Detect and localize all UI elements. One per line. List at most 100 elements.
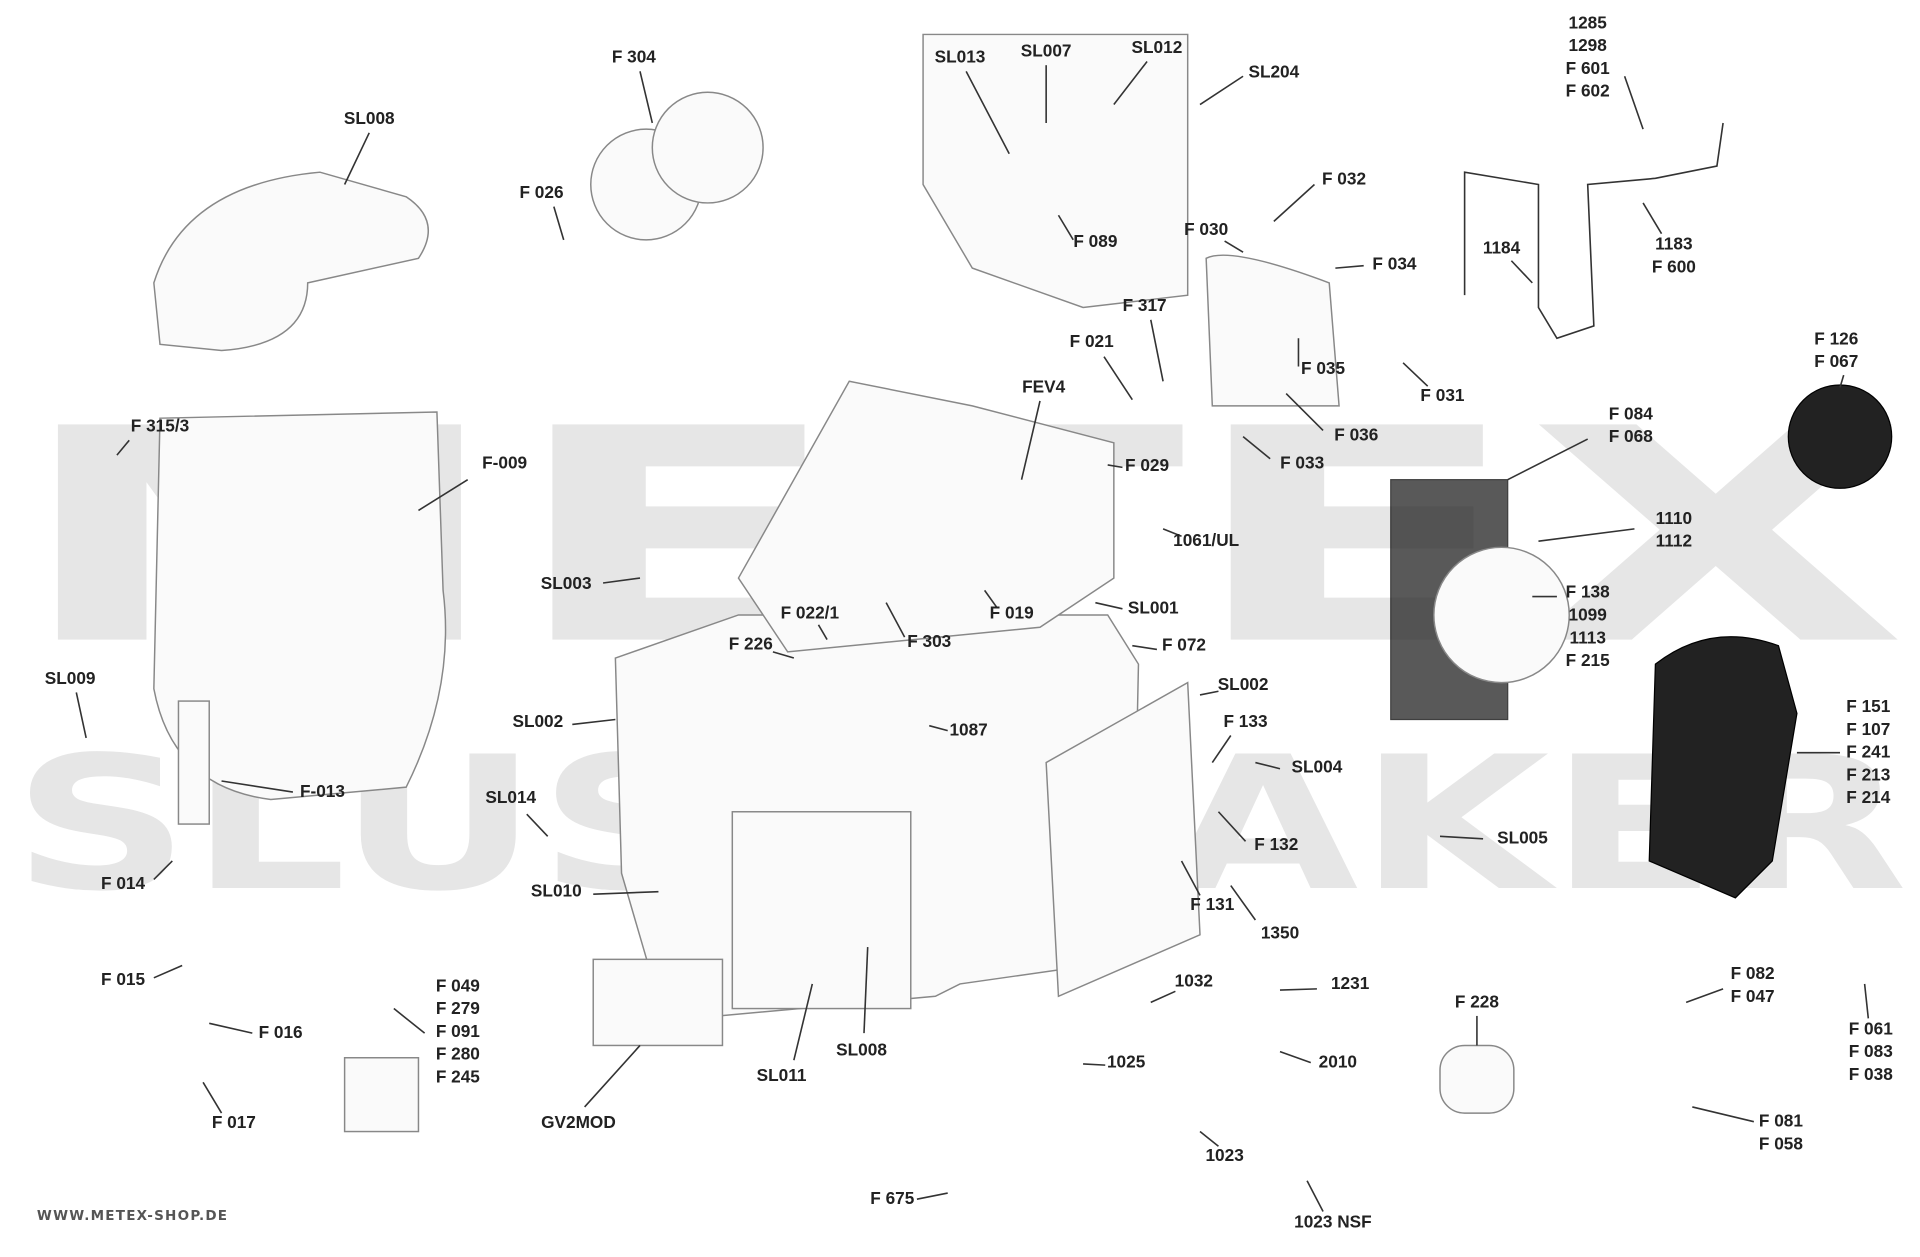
leader-line bbox=[1692, 1106, 1755, 1123]
part-number: 1350 bbox=[1261, 922, 1299, 942]
part-number: F 030 bbox=[1184, 219, 1228, 239]
part-number: 1023 NSF bbox=[1294, 1211, 1372, 1231]
part-label: F 017 bbox=[202, 1081, 256, 1132]
leader-line bbox=[1103, 356, 1133, 401]
tap-part bbox=[177, 700, 210, 825]
part-number: 1298 bbox=[1569, 35, 1608, 55]
part-number: F-009 bbox=[482, 453, 527, 473]
leader-line bbox=[153, 964, 183, 979]
part-number: F 304 bbox=[612, 47, 656, 67]
part-number: F-013 bbox=[300, 781, 345, 801]
part-number: SL014 bbox=[485, 787, 536, 807]
leader-line bbox=[1242, 436, 1271, 460]
leader-line bbox=[1095, 601, 1123, 610]
part-number: F 031 bbox=[1420, 385, 1464, 405]
leader-line bbox=[1335, 264, 1364, 269]
part-label: FEV4 bbox=[1020, 376, 1066, 480]
part-label: F-013 bbox=[221, 780, 345, 801]
part-number: 1032 bbox=[1175, 970, 1213, 990]
part-number: F 138 bbox=[1566, 582, 1610, 602]
part-label: SL011 bbox=[757, 983, 814, 1085]
part-number: F 151 bbox=[1846, 696, 1890, 716]
part-number: F 226 bbox=[729, 633, 773, 653]
part-number: SL013 bbox=[935, 47, 986, 67]
parts bbox=[153, 33, 1893, 1133]
part-number: F 601 bbox=[1566, 58, 1610, 78]
part-number: F 228 bbox=[1455, 991, 1499, 1011]
part-label: SL014 bbox=[485, 787, 549, 837]
part-number: F 133 bbox=[1224, 711, 1268, 731]
part-number: F 038 bbox=[1849, 1064, 1893, 1084]
part-label: 1184 bbox=[1483, 237, 1533, 284]
part-label: SL001 bbox=[1095, 598, 1179, 618]
leader-line bbox=[1107, 464, 1123, 469]
part-label: 1087 bbox=[929, 720, 988, 740]
part-number: F 107 bbox=[1846, 719, 1890, 739]
part-label: 2010 bbox=[1279, 1050, 1357, 1072]
part-number: FEV4 bbox=[1022, 376, 1066, 396]
part-number: F 016 bbox=[259, 1022, 303, 1042]
part-number: F 015 bbox=[101, 969, 145, 989]
part-number: F 019 bbox=[990, 603, 1034, 623]
auger-ring-part bbox=[651, 91, 764, 204]
leader-line bbox=[1217, 811, 1247, 842]
part-number: F 014 bbox=[101, 873, 145, 893]
leader-line bbox=[1623, 75, 1644, 130]
part-number: SL005 bbox=[1497, 828, 1548, 848]
part-number: F 600 bbox=[1652, 256, 1696, 276]
leader-line bbox=[1839, 374, 1845, 388]
leader-line bbox=[1507, 438, 1589, 481]
part-number: F 022/1 bbox=[781, 603, 840, 623]
leader-line bbox=[1306, 1180, 1324, 1212]
leader-line bbox=[221, 780, 294, 793]
part-number: F 089 bbox=[1073, 231, 1117, 251]
part-number: F 035 bbox=[1301, 358, 1345, 378]
leader-line bbox=[1199, 75, 1244, 106]
part-number: F 068 bbox=[1609, 426, 1653, 446]
part-label: F 026 bbox=[520, 182, 565, 241]
leader-line bbox=[1211, 735, 1232, 764]
part-label: 1032 bbox=[1150, 970, 1213, 1004]
leader-line bbox=[1149, 319, 1164, 382]
part-number: F 034 bbox=[1372, 253, 1416, 273]
part-number: F 675 bbox=[870, 1188, 914, 1208]
part-label: 1285 1298 F 601 F 602 bbox=[1566, 12, 1644, 130]
leader-line bbox=[1180, 860, 1201, 896]
part-number: F 215 bbox=[1566, 650, 1610, 670]
part-label: F 089 bbox=[1057, 214, 1117, 251]
part-label: SL004 bbox=[1255, 756, 1343, 776]
part-number: F 602 bbox=[1566, 81, 1610, 101]
leader-line bbox=[1538, 528, 1635, 542]
part-label: F 032 bbox=[1273, 168, 1366, 222]
leader-line bbox=[202, 1081, 223, 1114]
leader-line bbox=[916, 1192, 948, 1200]
part-label: 1025 bbox=[1083, 1052, 1146, 1072]
part-number: 1285 bbox=[1569, 12, 1608, 32]
part-number: F 315/3 bbox=[131, 416, 189, 436]
part-label: SL008 bbox=[836, 947, 887, 1059]
leader-line bbox=[1113, 61, 1148, 106]
part-label: 1023 NSF bbox=[1294, 1180, 1372, 1231]
part-label: F 036 bbox=[1285, 393, 1378, 444]
part-number: 1231 bbox=[1331, 973, 1370, 993]
part-label: F 226 bbox=[729, 633, 795, 659]
part-label: 1231 bbox=[1279, 973, 1370, 993]
part-label: F 029 bbox=[1107, 455, 1169, 475]
leader-line bbox=[1083, 1063, 1106, 1066]
part-number: 1025 bbox=[1107, 1052, 1146, 1072]
leader-line bbox=[593, 890, 659, 895]
part-label: SL007 bbox=[1021, 41, 1072, 123]
leader-line bbox=[1863, 983, 1870, 1019]
part-label: F 014 bbox=[101, 860, 173, 893]
website-url: WWW.METEX-SHOP.DE bbox=[37, 1208, 228, 1224]
part-number: F 061 bbox=[1849, 1018, 1893, 1038]
part-number: F 303 bbox=[907, 631, 951, 651]
part-number: F 081 bbox=[1759, 1111, 1803, 1131]
part-label: F 675 bbox=[870, 1188, 948, 1208]
leader-line bbox=[793, 983, 814, 1061]
leader-line bbox=[1020, 400, 1041, 480]
compressor-part bbox=[1648, 636, 1798, 899]
